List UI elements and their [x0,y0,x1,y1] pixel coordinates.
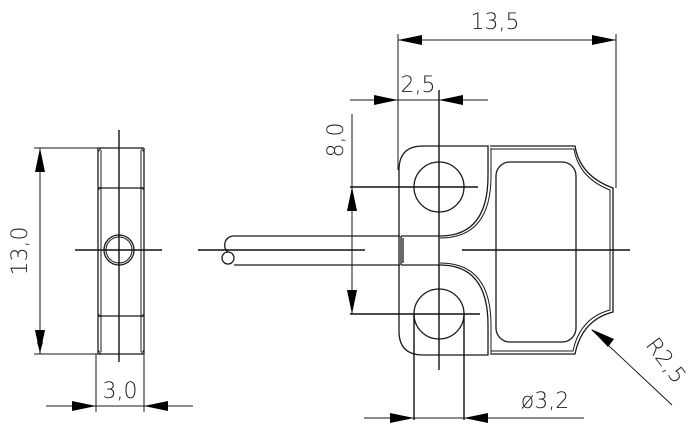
upper-lobe [398,145,489,237]
dim-hole-diameter-label: ø3,2 [521,389,569,414]
dim-hole-offset-label: 2,5 [401,73,436,98]
dim-hole-spacing-label: 8,0 [324,123,349,158]
cable [198,235,400,266]
lower-lobe [398,170,489,356]
dim-overall-width-label: 13,5 [471,10,520,35]
side-view: 13,0 3,0 [8,130,200,412]
dim-hole-offset: 2,5 [350,73,488,105]
dim-hole-spacing: 8,0 [324,114,357,314]
dim-overall-width: 13,5 [397,10,617,188]
side-view-outline [97,147,145,355]
dim-thickness-label: 3,0 [103,379,138,404]
dim-corner-radius: R2,5 [591,329,690,406]
dim-hole-diameter: ø3,2 [364,389,584,423]
front-view [350,90,630,420]
inner-pad [495,161,577,343]
dim-height-label: 13,0 [8,227,33,276]
dim-corner-radius-label: R2,5 [640,333,690,388]
